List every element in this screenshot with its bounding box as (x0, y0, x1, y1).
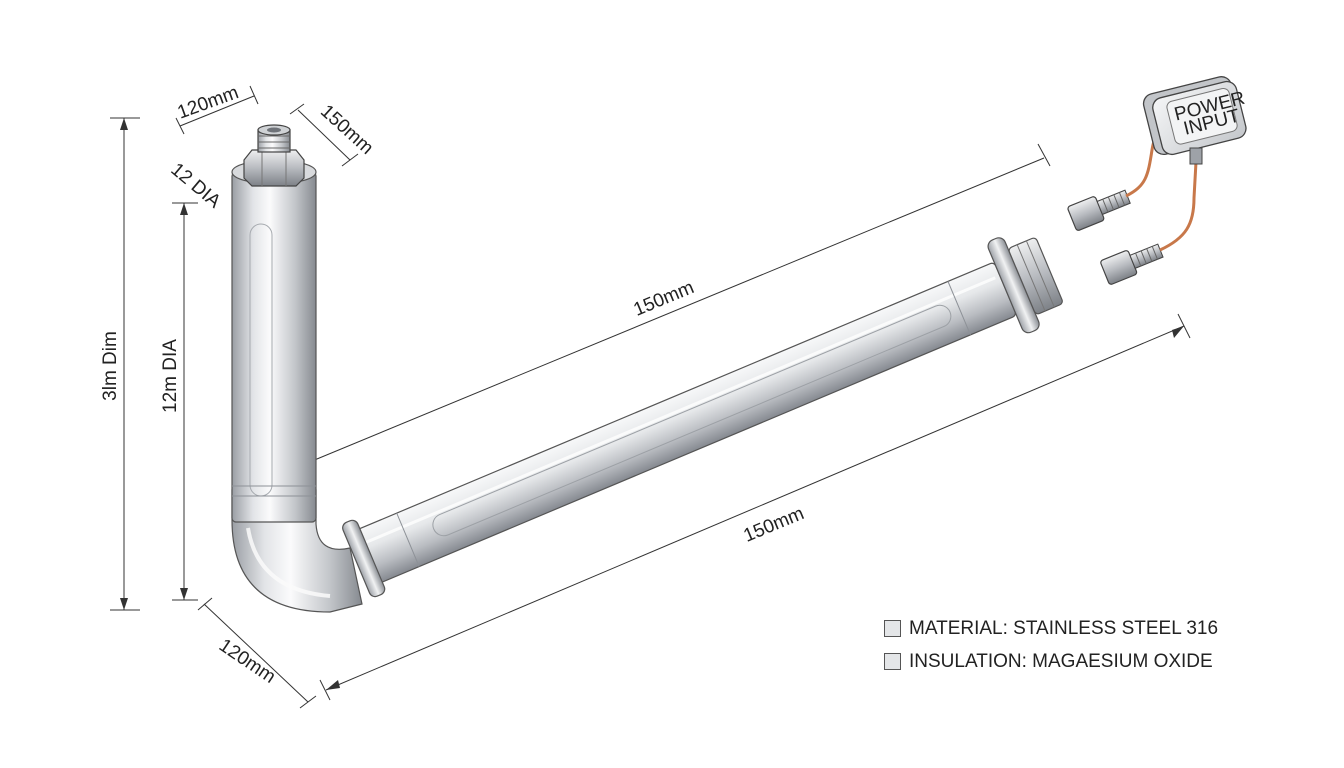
dim-height-left: 3lm Dim (100, 331, 121, 401)
legend-item-material: MATERIAL: STAINLESS STEEL 316 (884, 612, 1218, 645)
dim-long-upper: 150mm (631, 277, 698, 321)
heater-tube (231, 159, 1063, 613)
dim-top-150: 150mm (316, 101, 377, 159)
dim-top-left-120: 120mm (175, 82, 242, 123)
dim-height-inner: 12m DIA (160, 339, 181, 413)
legend-swatch (884, 620, 901, 637)
legend-item-insulation: INSULATION: MAGAESIUM OXIDE (884, 645, 1218, 678)
legend-label: INSULATION: MAGAESIUM OXIDE (909, 650, 1213, 672)
material-legend: MATERIAL: STAINLESS STEEL 316 INSULATION… (884, 612, 1218, 678)
power-input-box: POWER INPUT (1142, 76, 1247, 165)
legend-swatch (884, 653, 901, 670)
dimension-lines (110, 85, 1191, 709)
legend-label: MATERIAL: STAINLESS STEEL 316 (909, 617, 1219, 639)
terminal-studs (1067, 189, 1164, 285)
dim-bottom-120: 120mm (215, 635, 279, 688)
top-fitting (243, 124, 305, 187)
dim-12-dia-top: 12 DIA (167, 159, 225, 213)
